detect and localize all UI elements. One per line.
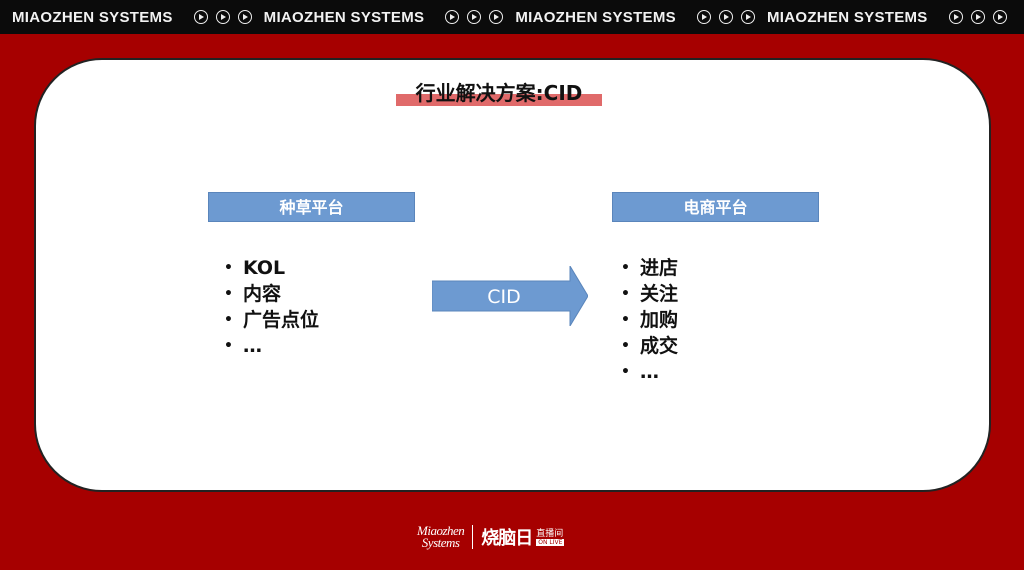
list-item: • 内容	[224, 281, 319, 307]
list-item: • 成交	[621, 333, 678, 359]
ticker-text: MIAOZHEN SYSTEMS	[263, 8, 425, 26]
play-circle-icon	[970, 10, 985, 24]
play-circle-icon	[948, 10, 963, 24]
play-circle-icon	[992, 10, 1007, 24]
list-item-text: KOL	[243, 257, 286, 279]
list-item-text: …	[243, 335, 262, 357]
list-item-text: 进店	[640, 257, 679, 279]
play-circle-icon	[193, 10, 208, 24]
partner-logo: 烧脑日	[481, 528, 533, 549]
slide-title: 行业解决方案:CID	[415, 81, 583, 105]
ticker-group: MIAOZHEN SYSTEMS	[755, 9, 1007, 26]
slide-card	[34, 58, 991, 492]
play-circle-icon	[467, 10, 482, 24]
slide-title-wrap: 行业解决方案:CID	[396, 80, 602, 108]
list-item: • 加购	[621, 307, 678, 333]
play-circle-icon	[215, 10, 230, 24]
logo-line1: Miaozhen	[417, 523, 465, 538]
ticker-group: MIAOZHEN SYSTEMS	[252, 9, 504, 26]
list-item-text: 内容	[243, 283, 282, 305]
logo-divider	[472, 525, 474, 549]
left-list: •KOL •内容 •广告点位 •…	[224, 255, 319, 359]
play-circle-icon	[237, 10, 252, 24]
bullet-icon: •	[224, 338, 233, 354]
list-item-text: 成交	[640, 335, 679, 357]
bullet-icon: •	[621, 364, 630, 380]
title-underline	[396, 94, 602, 106]
list-item-text: 广告点位	[243, 309, 320, 331]
list-item: • 广告点位	[224, 307, 319, 333]
partner-tag-block: 直播间 ON LIVE	[536, 528, 565, 546]
arrow-right-icon	[432, 266, 588, 326]
partner-sub: ON LIVE	[536, 538, 565, 546]
ticker-text: MIAOZHEN SYSTEMS	[766, 8, 928, 26]
bullet-icon: •	[224, 260, 233, 276]
bullet-icon: •	[621, 312, 630, 328]
play-circle-icon	[740, 10, 755, 24]
play-circle-icon	[489, 10, 504, 24]
bullet-icon: •	[224, 286, 233, 302]
partner-tag: 直播间	[536, 528, 564, 539]
ticker-text: MIAOZHEN SYSTEMS	[515, 8, 676, 26]
play-circle-icon	[696, 10, 711, 24]
bullet-icon: •	[621, 338, 630, 354]
logo-line2: Systems	[421, 535, 460, 550]
list-item: • 关注	[621, 281, 678, 307]
play-circle-icon	[445, 10, 460, 24]
list-item: •…	[224, 333, 319, 359]
cid-arrow: CID	[432, 266, 588, 326]
ticker-bar: MIAOZHEN SYSTEMS MIAOZHEN SYSTEMS MIAOZH…	[0, 0, 1024, 34]
bullet-icon: •	[224, 312, 233, 328]
ticker-text: MIAOZHEN SYSTEMS	[12, 8, 173, 26]
ticker-group: MIAOZHEN SYSTEMS	[503, 9, 755, 26]
right-list: •进店 •关注 •加购 •成交 •…	[621, 255, 678, 385]
arrow-label: CID	[487, 286, 521, 308]
list-item: • 进店	[621, 255, 678, 281]
list-item-text: 关注	[640, 283, 679, 305]
bullet-icon: •	[621, 260, 630, 276]
ticker-group: MIAOZHEN SYSTEMS	[0, 9, 252, 26]
list-item: • KOL	[224, 255, 319, 281]
bullet-icon: •	[621, 286, 630, 302]
right-header-box: 电商平台	[612, 192, 819, 222]
play-circle-icon	[718, 10, 733, 24]
list-item-text: 加购	[640, 309, 679, 331]
list-item: •…	[621, 359, 678, 385]
left-header-box: 种草平台	[208, 192, 415, 222]
footer-logos: Miaozhen Systems 烧脑日 直播间 ON LIVE	[417, 518, 565, 556]
list-item-text: …	[640, 361, 659, 383]
miaozhen-logo: Miaozhen Systems	[417, 523, 465, 550]
